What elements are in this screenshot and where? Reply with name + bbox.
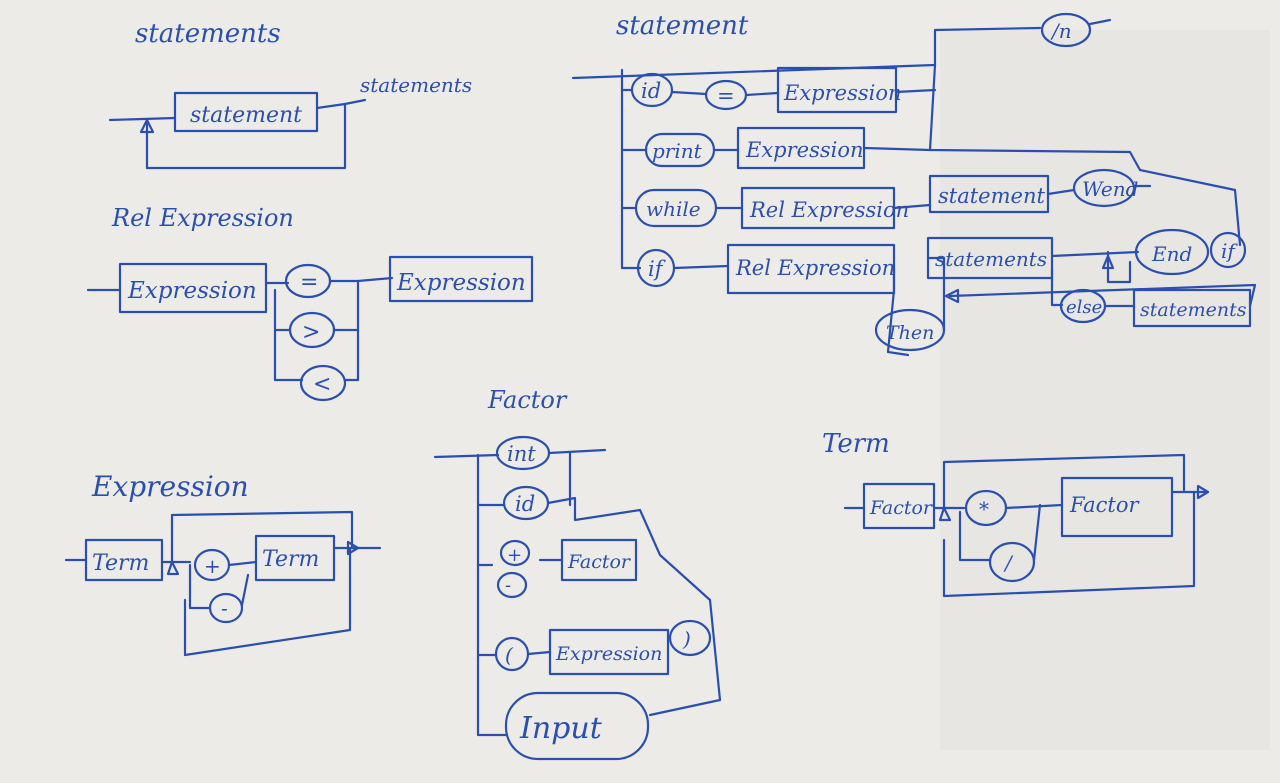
diagram-factor: Factor int id + - Factor ( Expression ) … (433, 386, 722, 761)
factor-factor-label: Factor (567, 551, 632, 573)
print-expression-label: Expression (745, 138, 864, 162)
if-endif-node (1209, 231, 1247, 269)
rel-op-gt-label: > (302, 320, 320, 345)
factor-plus-label: + (507, 545, 522, 566)
assign-expression-label: Expression (783, 81, 902, 105)
assign-expression-box (776, 66, 898, 114)
term-factor2-box (1060, 476, 1174, 538)
expression-title: Expression (91, 470, 249, 503)
term-factor1-box (862, 482, 936, 530)
term-factor1-label: Factor (869, 497, 934, 519)
if-keyword-label: if (648, 257, 666, 281)
expression-minus-node (208, 592, 244, 624)
if-end-label: End (1151, 242, 1192, 266)
expression-term2-box (254, 534, 336, 582)
rel-op-lt (299, 364, 347, 402)
rel-op-eq-label: = (300, 270, 318, 295)
factor-title: Factor (487, 386, 568, 414)
statements-statement-label: statement (190, 103, 302, 128)
statement-eol-label: /n (1050, 19, 1072, 43)
statement-title: statement (616, 11, 749, 41)
expression-term2-label: Term (262, 547, 319, 572)
expression-plus-label: + (204, 554, 221, 578)
print-keyword-label: print (652, 139, 703, 163)
rel-right-expression-label: Expression (396, 270, 526, 296)
factor-expression-box (548, 628, 670, 676)
bleed-through-text (940, 30, 1270, 750)
diagram-expression: Expression Term + - Term (64, 470, 382, 657)
term-div-label: / (1003, 551, 1014, 575)
statements-out-label: statements (360, 73, 472, 97)
factor-minus-node (496, 571, 528, 599)
statements-statement-box (173, 91, 319, 133)
if-else-statements-box (1132, 288, 1252, 328)
if-end-node (1134, 228, 1210, 276)
diagram-rel-expression: Rel Expression Expression = > < Expressi… (86, 204, 534, 402)
while-statement-label: statement (938, 184, 1045, 208)
factor-factor-box (560, 538, 638, 582)
factor-minus-label: - (505, 575, 511, 596)
while-wend-node (1072, 168, 1136, 208)
diagram-statements: statements statement statements (108, 19, 472, 170)
term-div-node (988, 541, 1036, 583)
assign-id-label: id (641, 79, 661, 103)
if-else-statements-label: statements (1140, 299, 1247, 321)
factor-input-node (504, 691, 650, 761)
if-statements-box (926, 236, 1054, 280)
factor-lparen-label: ( (505, 643, 514, 667)
if-then-label: Then (886, 322, 934, 344)
rel-expression-title: Rel Expression (111, 204, 294, 232)
term-mul-label: * (979, 497, 989, 521)
factor-plus-node (499, 539, 531, 567)
while-rel-expression-label: Rel Expression (749, 198, 909, 222)
if-rel-expression-label: Rel Expression (735, 256, 895, 280)
rel-right-expression-box (388, 255, 534, 303)
while-wend-label: Wend (1082, 177, 1138, 201)
statement-eol-node (1040, 12, 1092, 48)
assign-id-node (630, 72, 674, 108)
factor-input-label: Input (519, 711, 603, 746)
statements-title: statements (135, 19, 281, 49)
factor-id-label: id (515, 492, 535, 516)
expression-term1-box (84, 538, 164, 582)
factor-expression-label: Expression (555, 643, 662, 665)
factor-rparen-label: ) (682, 627, 691, 651)
if-statements-label: statements (935, 247, 1047, 271)
rel-op-lt-label: < (313, 372, 331, 397)
term-title: Term (822, 429, 890, 459)
expression-term1-label: Term (92, 551, 149, 576)
diagram-term: Term Factor * / Factor (822, 429, 1210, 598)
factor-int-label: int (507, 442, 536, 466)
factor-rparen-node (668, 619, 712, 657)
if-endif-label: if (1221, 239, 1238, 263)
if-else-label: else (1066, 297, 1102, 318)
expression-minus-label: - (221, 596, 228, 620)
diagram-statement: statement /n id = Expression print Expre… (571, 11, 1257, 357)
term-factor2-label: Factor (1069, 493, 1141, 517)
rel-left-expression-box (118, 262, 268, 314)
while-keyword-label: while (646, 197, 701, 221)
assign-eq-label: = (717, 84, 735, 108)
rel-left-expression-label: Expression (127, 278, 257, 304)
